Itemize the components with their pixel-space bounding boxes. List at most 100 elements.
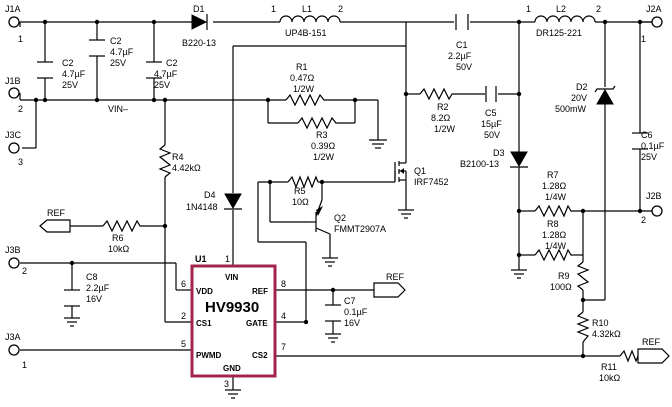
- svg-text:3: 3: [224, 379, 229, 389]
- terminal-j2a-name: J2A: [646, 4, 662, 14]
- svg-text:4.42kΩ: 4.42kΩ: [172, 163, 201, 173]
- ic-u1-hv9930: U1 HV9930 VIN 1 VDD 6 REF 8 CS1 2 GATE 4…: [181, 254, 286, 389]
- svg-text:2: 2: [596, 4, 601, 14]
- ic-name: HV9930: [205, 299, 259, 316]
- svg-text:R3: R3: [316, 130, 328, 140]
- resistor-r2: R2 8.2Ω 1/2W: [419, 87, 456, 134]
- terminal-j3c[interactable]: J3C 3: [5, 130, 23, 167]
- svg-text:0.47Ω: 0.47Ω: [290, 73, 315, 83]
- diode-d3: D3 B2100-13: [460, 148, 528, 172]
- svg-text:R11: R11: [601, 362, 617, 372]
- svg-text:1: 1: [271, 4, 276, 14]
- capacitor-c6: C6 0.1µF 25V: [632, 130, 665, 162]
- svg-text:1/4W: 1/4W: [545, 241, 567, 251]
- svg-text:R2: R2: [437, 102, 449, 112]
- capacitor-c2-middle: C2 4.7µF 25V: [89, 36, 134, 68]
- svg-text:4.7µF: 4.7µF: [62, 69, 86, 79]
- ground-symbol-u1: [225, 389, 241, 399]
- ground-symbol-c7: [325, 333, 341, 343]
- terminal-j2b[interactable]: J2B 2: [641, 191, 663, 225]
- svg-text:15µF: 15µF: [481, 119, 502, 129]
- capacitor-c2-right: C2 4.7µF 25V: [146, 58, 178, 90]
- svg-text:100Ω: 100Ω: [550, 282, 572, 292]
- svg-text:50V: 50V: [484, 130, 500, 140]
- svg-text:0.1µF: 0.1µF: [344, 307, 368, 317]
- ref-flag-u1: REF: [373, 272, 406, 298]
- svg-text:CS2: CS2: [252, 351, 268, 360]
- svg-text:25V: 25V: [110, 58, 126, 68]
- svg-text:C1: C1: [456, 40, 468, 50]
- svg-text:R1: R1: [296, 62, 308, 72]
- svg-text:C7: C7: [344, 296, 356, 306]
- resistor-r8: R8 1.28Ω 1/4W: [534, 219, 572, 262]
- terminal-j3b-pin: 2: [22, 266, 27, 276]
- capacitor-c8: C8 2.2µF 16V: [64, 272, 110, 307]
- svg-text:0.1µF: 0.1µF: [641, 141, 665, 151]
- svg-text:1/2W: 1/2W: [293, 84, 315, 94]
- svg-text:50V: 50V: [456, 62, 472, 72]
- inductor-l2: L2 1 2 DR125-221: [526, 4, 601, 38]
- resistor-r9: R9 100Ω: [550, 261, 590, 292]
- terminal-j2a-pin: 1: [641, 34, 646, 44]
- svg-text:6: 6: [181, 279, 186, 289]
- svg-text:REF: REF: [47, 208, 66, 218]
- svg-text:10kΩ: 10kΩ: [599, 373, 621, 383]
- svg-text:GND: GND: [223, 364, 241, 373]
- terminal-j2a[interactable]: J2A 1: [641, 4, 663, 44]
- svg-text:8: 8: [281, 279, 286, 289]
- svg-text:R6: R6: [112, 233, 124, 243]
- terminal-j2b-pin: 2: [641, 215, 646, 225]
- transistor-q2: Q2 FMMT2907A: [308, 199, 386, 235]
- ground-symbol-q1: [398, 209, 414, 219]
- svg-text:25V: 25V: [641, 152, 657, 162]
- svg-text:D1: D1: [193, 4, 205, 14]
- zener-diode-d2: D2 20V 500mW: [555, 82, 616, 114]
- junctions: [33, 19, 643, 359]
- svg-text:1.28Ω: 1.28Ω: [542, 181, 567, 191]
- wires: [19, 21, 658, 390]
- svg-text:R10: R10: [592, 318, 609, 328]
- svg-text:2.2µF: 2.2µF: [86, 283, 110, 293]
- capacitor-c7: C7 0.1µF 16V: [325, 296, 368, 328]
- svg-text:16V: 16V: [86, 294, 102, 304]
- svg-text:Q2: Q2: [334, 213, 346, 223]
- terminal-j3c-pin: 3: [18, 157, 23, 167]
- svg-text:REF: REF: [642, 337, 661, 347]
- svg-text:1: 1: [526, 4, 531, 14]
- diode-d4: D4 1N4148: [186, 190, 242, 212]
- svg-text:L2: L2: [556, 4, 566, 14]
- terminal-j3a-name: J3A: [5, 332, 21, 342]
- terminal-j3b[interactable]: J3B 2: [5, 245, 27, 276]
- svg-text:C2: C2: [62, 58, 74, 68]
- svg-text:R4: R4: [172, 152, 184, 162]
- ref-flag-r6: REF: [39, 208, 71, 233]
- svg-text:25V: 25V: [62, 80, 78, 90]
- svg-text:C6: C6: [641, 130, 653, 140]
- ground-symbol-r3: [369, 139, 387, 149]
- svg-text:16V: 16V: [344, 318, 360, 328]
- terminal-j3a[interactable]: J3A 1: [5, 332, 27, 370]
- svg-text:C2: C2: [110, 36, 122, 46]
- svg-text:2: 2: [338, 4, 343, 14]
- terminal-j1a[interactable]: J1A 1: [5, 4, 23, 44]
- svg-text:1N4148: 1N4148: [186, 202, 218, 212]
- svg-text:20V: 20V: [571, 93, 587, 103]
- svg-text:C8: C8: [86, 272, 98, 282]
- svg-text:1/2W: 1/2W: [434, 124, 456, 134]
- svg-text:2: 2: [181, 311, 186, 321]
- svg-text:REF: REF: [252, 287, 268, 296]
- svg-text:10kΩ: 10kΩ: [108, 244, 130, 254]
- svg-text:C5: C5: [485, 108, 497, 118]
- svg-text:R7: R7: [547, 170, 559, 180]
- svg-text:10Ω: 10Ω: [292, 197, 309, 207]
- svg-text:R9: R9: [558, 271, 570, 281]
- mosfet-q1: Q1 IRF7452: [394, 160, 449, 187]
- capacitor-c5: C5 15µF 50V: [481, 86, 502, 140]
- svg-text:4.7µF: 4.7µF: [154, 69, 178, 79]
- terminal-j1b[interactable]: J1B 2: [5, 76, 23, 114]
- svg-text:1/4W: 1/4W: [545, 192, 567, 202]
- svg-text:B220-13: B220-13: [182, 38, 216, 48]
- svg-text:DR125-221: DR125-221: [536, 28, 582, 38]
- svg-text:4: 4: [281, 311, 286, 321]
